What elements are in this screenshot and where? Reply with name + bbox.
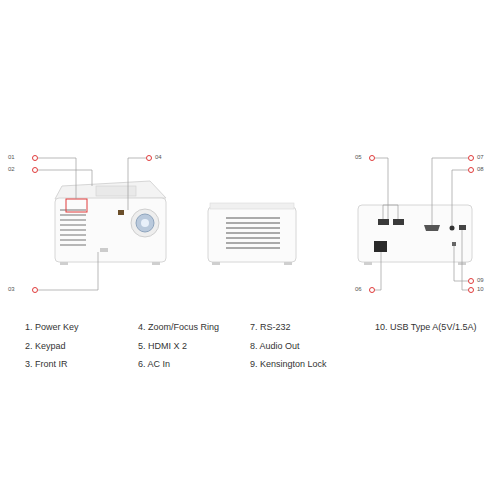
part-name: 6. AC In <box>138 359 170 369</box>
part-name: 10. USB Type A(5V/1.5A) <box>375 322 476 332</box>
callout-number: 01 <box>8 154 15 160</box>
projector-rear-view <box>358 205 472 265</box>
part-name: 7. RS-232 <box>250 322 291 332</box>
callout-number: 04 <box>155 154 162 160</box>
leader-lines <box>38 158 468 290</box>
callout-number: 05 <box>355 154 362 160</box>
part-name: 2. Keypad <box>25 341 66 351</box>
callout-number: 09 <box>477 277 484 283</box>
part-name: 1. Power Key <box>25 322 79 332</box>
callout-number: 10 <box>477 286 484 292</box>
part-name: 8. Audio Out <box>250 341 300 351</box>
projector-side-view <box>208 203 296 265</box>
callout-number: 08 <box>477 166 484 172</box>
callout-markers <box>33 156 474 293</box>
callout-number: 06 <box>355 286 362 292</box>
callout-number: 02 <box>8 166 15 172</box>
part-name: 5. HDMI X 2 <box>138 341 187 351</box>
part-name: 4. Zoom/Focus Ring <box>138 322 219 332</box>
part-name: 9. Kensington Lock <box>250 359 327 369</box>
callout-number: 07 <box>477 154 484 160</box>
part-name: 3. Front IR <box>25 359 68 369</box>
callout-number: 03 <box>8 286 15 292</box>
projector-front-view <box>55 181 166 265</box>
